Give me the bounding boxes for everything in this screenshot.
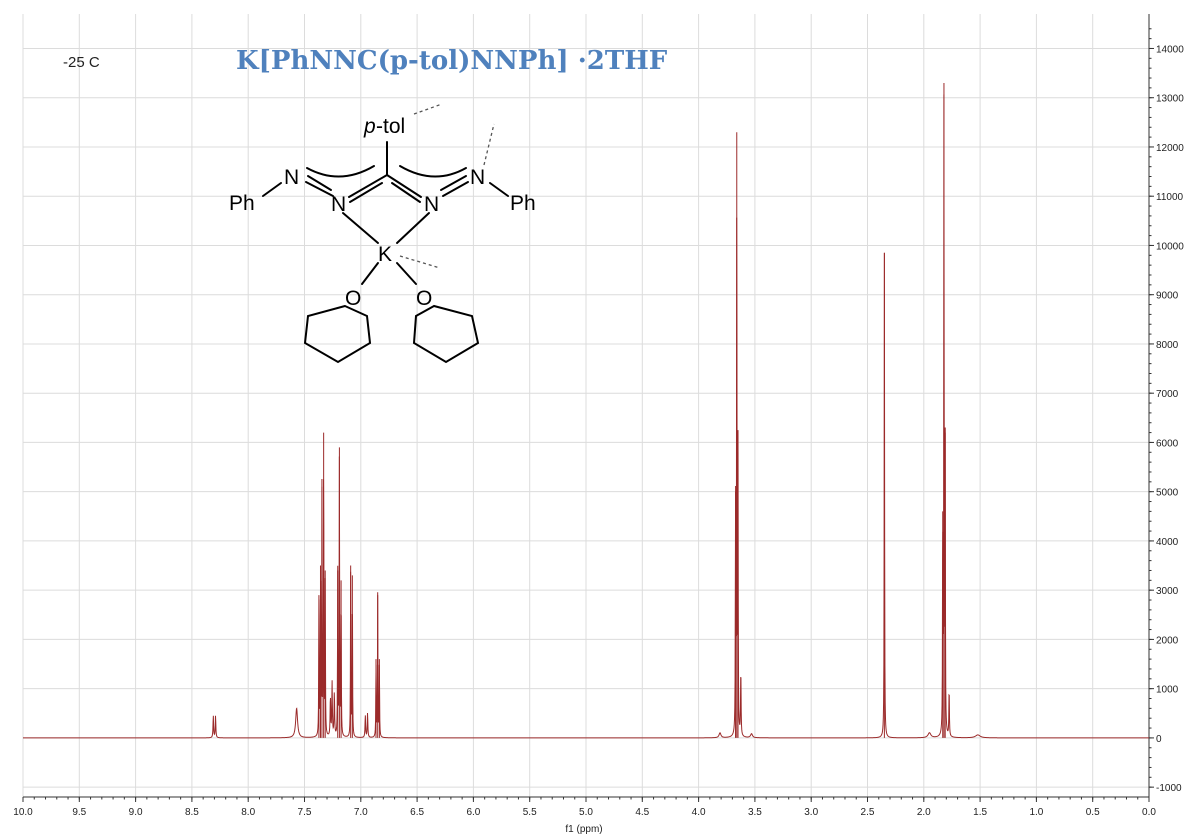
y-tick-label: 10000: [1156, 241, 1184, 252]
y-tick-label: 1000: [1156, 685, 1179, 696]
x-tick-label: 3.5: [748, 807, 762, 818]
x-tick-label: 9.5: [72, 807, 86, 818]
x-tick-label: 5.5: [523, 807, 537, 818]
n-lower-left-label: N: [331, 193, 346, 216]
x-tick-label: 6.0: [466, 807, 480, 818]
x-tick-label: 6.5: [410, 807, 424, 818]
x-tick-label: 8.0: [241, 807, 255, 818]
y-tick-label: 0: [1156, 734, 1162, 745]
y-tick-label: -1000: [1156, 783, 1182, 794]
spectrum-trace: [23, 94, 1149, 739]
molecule-structure: p -tol N N N N Ph Ph K O O: [229, 103, 536, 364]
y-tick-label: 7000: [1156, 389, 1179, 400]
y-tick-label: 6000: [1156, 438, 1179, 449]
y-tick-label: 2000: [1156, 635, 1179, 646]
x-tick-label: 2.0: [917, 807, 931, 818]
temperature-annotation: -25 C: [63, 54, 100, 71]
y-tick-label: 11000: [1156, 192, 1184, 203]
x-tick-label: 9.0: [129, 807, 143, 818]
ph-left-label: Ph: [229, 192, 255, 215]
y-tick-label: 3000: [1156, 586, 1179, 597]
y-tick-label: 4000: [1156, 537, 1179, 548]
x-tick-label: 2.5: [861, 807, 875, 818]
x-tick-label: 4.0: [692, 807, 706, 818]
x-tick-label: 1.0: [1029, 807, 1043, 818]
x-tick-label: 7.5: [298, 807, 312, 818]
oxygen-right-label: O: [416, 287, 432, 310]
n-upper-left-label: N: [284, 166, 299, 189]
grid-lines: [22, 14, 1150, 797]
x-tick-label: 0.0: [1142, 807, 1156, 818]
oxygen-left-label: O: [345, 287, 361, 310]
potassium-label: K: [378, 243, 392, 266]
x-tick-label: 10.0: [13, 807, 33, 818]
y-tick-label: 9000: [1156, 291, 1179, 302]
p-italic-label: p: [363, 115, 376, 138]
axes: 10.0 9.5 9.0 8.5 8.0 7.5 7.0 6.5 6.0 5.5 5.0 4.5 4.0…: [13, 14, 1184, 818]
x-tick-label: 3.0: [804, 807, 818, 818]
x-axis-label: f1 (ppm): [565, 824, 602, 835]
x-tick-label: 0.5: [1086, 807, 1100, 818]
x-tick-label: 8.5: [185, 807, 199, 818]
y-tick-label: 12000: [1156, 143, 1184, 154]
n-upper-right-label: N: [470, 166, 485, 189]
y-tick-label: 13000: [1156, 94, 1184, 105]
y-tick-label: 8000: [1156, 340, 1179, 351]
compound-title: K[PhNNC(p-tol)NNPh] ·2THF: [236, 46, 668, 76]
tol-label: -tol: [376, 115, 405, 138]
y-tick-label: 14000: [1156, 44, 1184, 55]
x-tick-label: 7.0: [354, 807, 368, 818]
x-tick-label: 1.5: [973, 807, 987, 818]
x-tick-label: 4.5: [635, 807, 649, 818]
x-tick-label: 5.0: [579, 807, 593, 818]
ph-right-label: Ph: [510, 192, 536, 215]
n-lower-right-label: N: [424, 193, 439, 216]
y-tick-label: 5000: [1156, 488, 1179, 499]
